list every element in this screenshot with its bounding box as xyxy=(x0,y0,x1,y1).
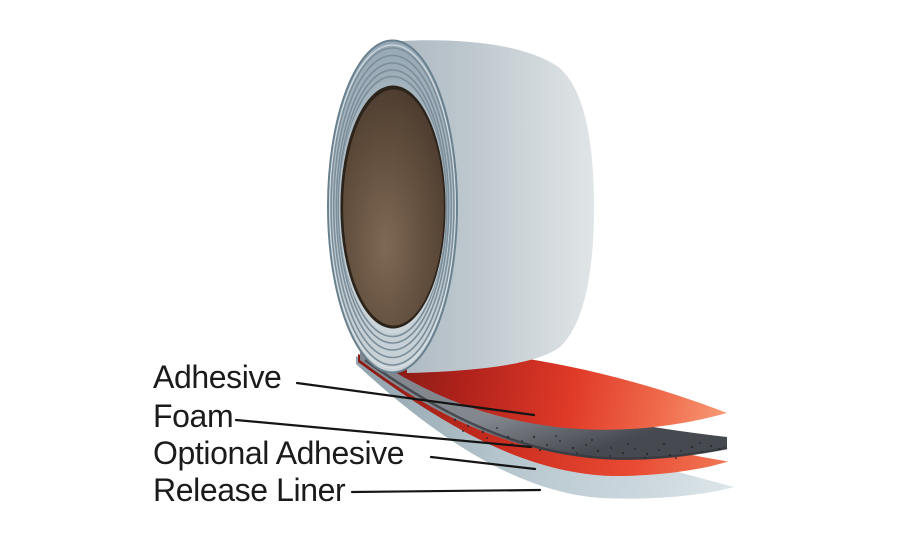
foam-bottom-edge xyxy=(364,358,728,460)
roll-core xyxy=(343,89,444,326)
foam-speckles xyxy=(453,418,720,459)
roll-face xyxy=(327,39,458,374)
leader-line-adhesive xyxy=(295,381,536,417)
label-adhesive: Adhesive xyxy=(153,359,282,395)
label-release-liner: Release Liner xyxy=(153,472,346,508)
foam-slab xyxy=(360,352,727,460)
leader-line-foam xyxy=(234,418,533,449)
label-foam: Foam xyxy=(153,398,234,434)
label-optional-adhesive: Optional Adhesive xyxy=(153,435,405,471)
leader-line-optional-adhesive xyxy=(429,455,537,471)
foam-layer xyxy=(360,352,728,460)
leader-lines xyxy=(234,381,542,494)
tape-roll xyxy=(327,39,594,374)
leader-line-release-liner xyxy=(350,488,542,494)
